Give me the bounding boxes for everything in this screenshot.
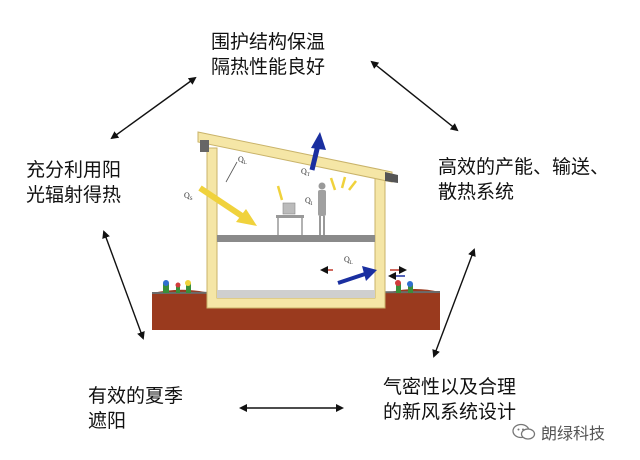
- q-label-t: QT: [301, 167, 310, 178]
- wechat-icon: [512, 423, 536, 440]
- floor-slab: [217, 235, 375, 242]
- internal-gain-arrow: [340, 176, 347, 189]
- label-summer-shading: 有效的夏季 遮阳: [88, 384, 183, 434]
- label-line: 遮阳: [88, 410, 127, 432]
- label-line: 围护结构保温: [211, 31, 326, 53]
- solar-gain-arrowhead: [236, 209, 257, 226]
- roof-heat-loss-arrow: [309, 144, 321, 171]
- label-line: 隔热性能良好: [211, 56, 326, 78]
- q-label-l-lower: QL: [344, 255, 353, 266]
- person-head: [318, 182, 326, 190]
- label-solar-gain: 充分利用阳 光辐射得热: [26, 158, 121, 208]
- label-line: 的新风系统设计: [383, 401, 517, 423]
- roof-overhang: [385, 172, 398, 183]
- house-roof: [197, 131, 393, 183]
- label-airtightness-ventilation: 气密性以及合理 的新风系统设计: [383, 375, 516, 425]
- cycle-arrow-right-bottom: [432, 248, 476, 358]
- roof-heat-loss-arrowhead: [311, 132, 326, 150]
- label-envelope-insulation: 围护结构保温 隔热性能良好: [211, 30, 325, 80]
- label-efficient-system: 高效的产能、输送、 散热系统: [438, 155, 609, 205]
- label-line: 高效的产能、输送、: [438, 156, 610, 178]
- ventilation-loss-arrow: [337, 272, 366, 285]
- ground-floor: [217, 290, 375, 298]
- ventilation-loss-arrowhead: [362, 266, 377, 281]
- roof-eave: [200, 140, 209, 152]
- cycle-arrow-left-bottom: [102, 230, 145, 340]
- watermark: 朗绿科技: [512, 420, 605, 444]
- plant-right: [395, 280, 413, 293]
- label-line: 充分利用阳: [26, 159, 122, 181]
- internal-gain-arrow: [329, 177, 337, 191]
- person-body: [318, 190, 326, 216]
- q-label-s: QS: [184, 191, 193, 202]
- label-line: 有效的夏季: [88, 385, 184, 407]
- label-line: 散热系统: [438, 181, 515, 203]
- plant-left: [163, 280, 191, 293]
- computer: [282, 202, 296, 215]
- label-line: 光辐射得热: [26, 184, 122, 206]
- internal-gain-arrow: [276, 185, 284, 201]
- window-mark: [225, 161, 238, 183]
- q-label-i: QI: [305, 196, 313, 207]
- watermark-text: 朗绿科技: [541, 424, 606, 443]
- cycle-arrow-top-right: [370, 60, 459, 132]
- label-line: 气密性以及合理: [383, 376, 517, 398]
- desk: [276, 215, 304, 218]
- solar-gain-arrow: [198, 185, 247, 221]
- q-label-l-top: QL: [238, 155, 247, 166]
- internal-gain-arrow: [348, 180, 357, 191]
- cycle-arrow-top-left: [110, 76, 197, 140]
